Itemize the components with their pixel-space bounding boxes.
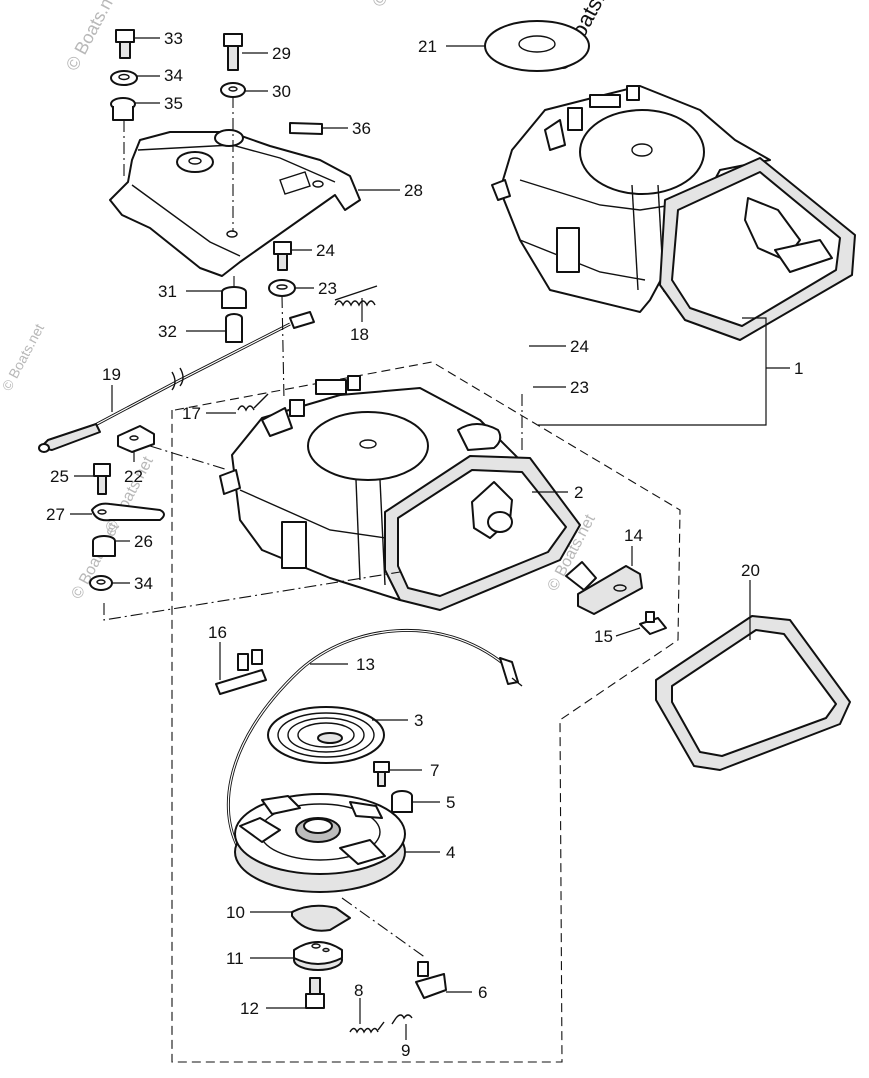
callout-12: 12 — [240, 999, 259, 1018]
callout-36: 36 — [352, 119, 371, 138]
callout-22: 22 — [124, 467, 143, 486]
part-24-bolt-upper — [273, 241, 292, 271]
callout-3: 3 — [414, 711, 423, 730]
callout-33: 33 — [164, 29, 183, 48]
part-10-cam — [291, 904, 351, 932]
callout-28: 28 — [404, 181, 423, 200]
part-29-bolt — [223, 33, 243, 71]
callout-9: 9 — [401, 1041, 410, 1060]
callout-19: 19 — [102, 365, 121, 384]
callout-17: 17 — [182, 404, 201, 423]
callout-14: 14 — [624, 526, 643, 545]
callout-leaders — [70, 37, 751, 1040]
part-34-washer-top — [110, 70, 138, 86]
part-23-washer-upper — [268, 279, 296, 297]
part-3-spring — [267, 706, 385, 764]
part-27-link — [91, 502, 165, 522]
part-4-reel — [234, 793, 406, 893]
callout-8: 8 — [354, 981, 363, 1000]
callout-5: 5 — [446, 793, 455, 812]
callout-24: 24 — [316, 241, 335, 260]
callout-35: 35 — [164, 94, 183, 113]
part-13-rope — [226, 628, 523, 861]
callout-29: 29 — [272, 44, 291, 63]
part-11-plate — [293, 941, 343, 971]
assembly-boundary — [171, 361, 681, 1063]
callout-15: 15 — [594, 627, 613, 646]
part-26-bushing — [92, 535, 116, 557]
callout-23: 23 — [318, 279, 337, 298]
callout-34-lower: 34 — [134, 574, 153, 593]
part-28-cover — [109, 129, 361, 277]
callout-16: 16 — [208, 623, 227, 642]
callout-1: 1 — [794, 359, 803, 378]
part-15-clip — [639, 611, 667, 635]
watermark-faint-top: © Boats.net — [368, 0, 430, 10]
part-31-bushing — [221, 286, 247, 309]
watermark-faint-left-edge: © Boats.net — [0, 321, 47, 393]
callout-21: 21 — [418, 37, 437, 56]
watermark-faint-top-left: © Boats.net — [62, 0, 124, 74]
reference-lines — [103, 96, 790, 959]
part-1-starter-assembly — [491, 85, 856, 341]
part-5-collar — [391, 790, 413, 813]
callout-labels: 33 34 35 29 30 36 28 24 23 18 31 32 19 1… — [46, 29, 803, 1060]
part-8-spring — [349, 1021, 385, 1034]
part-32-sleeve — [225, 313, 243, 343]
callout-30: 30 — [272, 82, 291, 101]
callout-23-lower: 23 — [570, 378, 589, 397]
callout-13: 13 — [356, 655, 375, 674]
callout-18: 18 — [350, 325, 369, 344]
part-33-bolt — [115, 29, 135, 59]
part-20-frame — [655, 615, 851, 771]
part-16-bracket — [215, 649, 267, 695]
callout-4: 4 — [446, 843, 455, 862]
callout-10: 10 — [226, 903, 245, 922]
callout-24-lower: 24 — [570, 337, 589, 356]
callout-7: 7 — [430, 761, 439, 780]
callout-25: 25 — [50, 467, 69, 486]
part-22-block — [117, 425, 155, 453]
callout-26: 26 — [134, 532, 153, 551]
part-9-spring — [391, 1014, 413, 1025]
part-19-cable — [38, 311, 315, 453]
callout-31: 31 — [158, 282, 177, 301]
part-34-washer-lower — [89, 575, 113, 591]
part-35-collar — [110, 97, 136, 121]
part-12-bolt — [305, 977, 325, 1009]
part-17-spring — [237, 393, 269, 412]
callout-2: 2 — [574, 483, 583, 502]
callout-20: 20 — [741, 561, 760, 580]
part-2-housing — [219, 375, 581, 611]
callout-32: 32 — [158, 322, 177, 341]
part-25-bolt — [93, 463, 111, 495]
callout-27: 27 — [46, 505, 65, 524]
part-6-pawl — [415, 961, 447, 999]
callout-34: 34 — [164, 66, 183, 85]
part-7-bolt — [373, 761, 390, 787]
part-21-disc — [484, 20, 590, 72]
part-36-pad — [289, 122, 323, 135]
callout-6: 6 — [478, 983, 487, 1002]
part-30-washer — [220, 82, 246, 98]
callout-11: 11 — [226, 949, 244, 968]
part-18-spring — [334, 285, 378, 307]
part-14-handle — [565, 561, 643, 615]
